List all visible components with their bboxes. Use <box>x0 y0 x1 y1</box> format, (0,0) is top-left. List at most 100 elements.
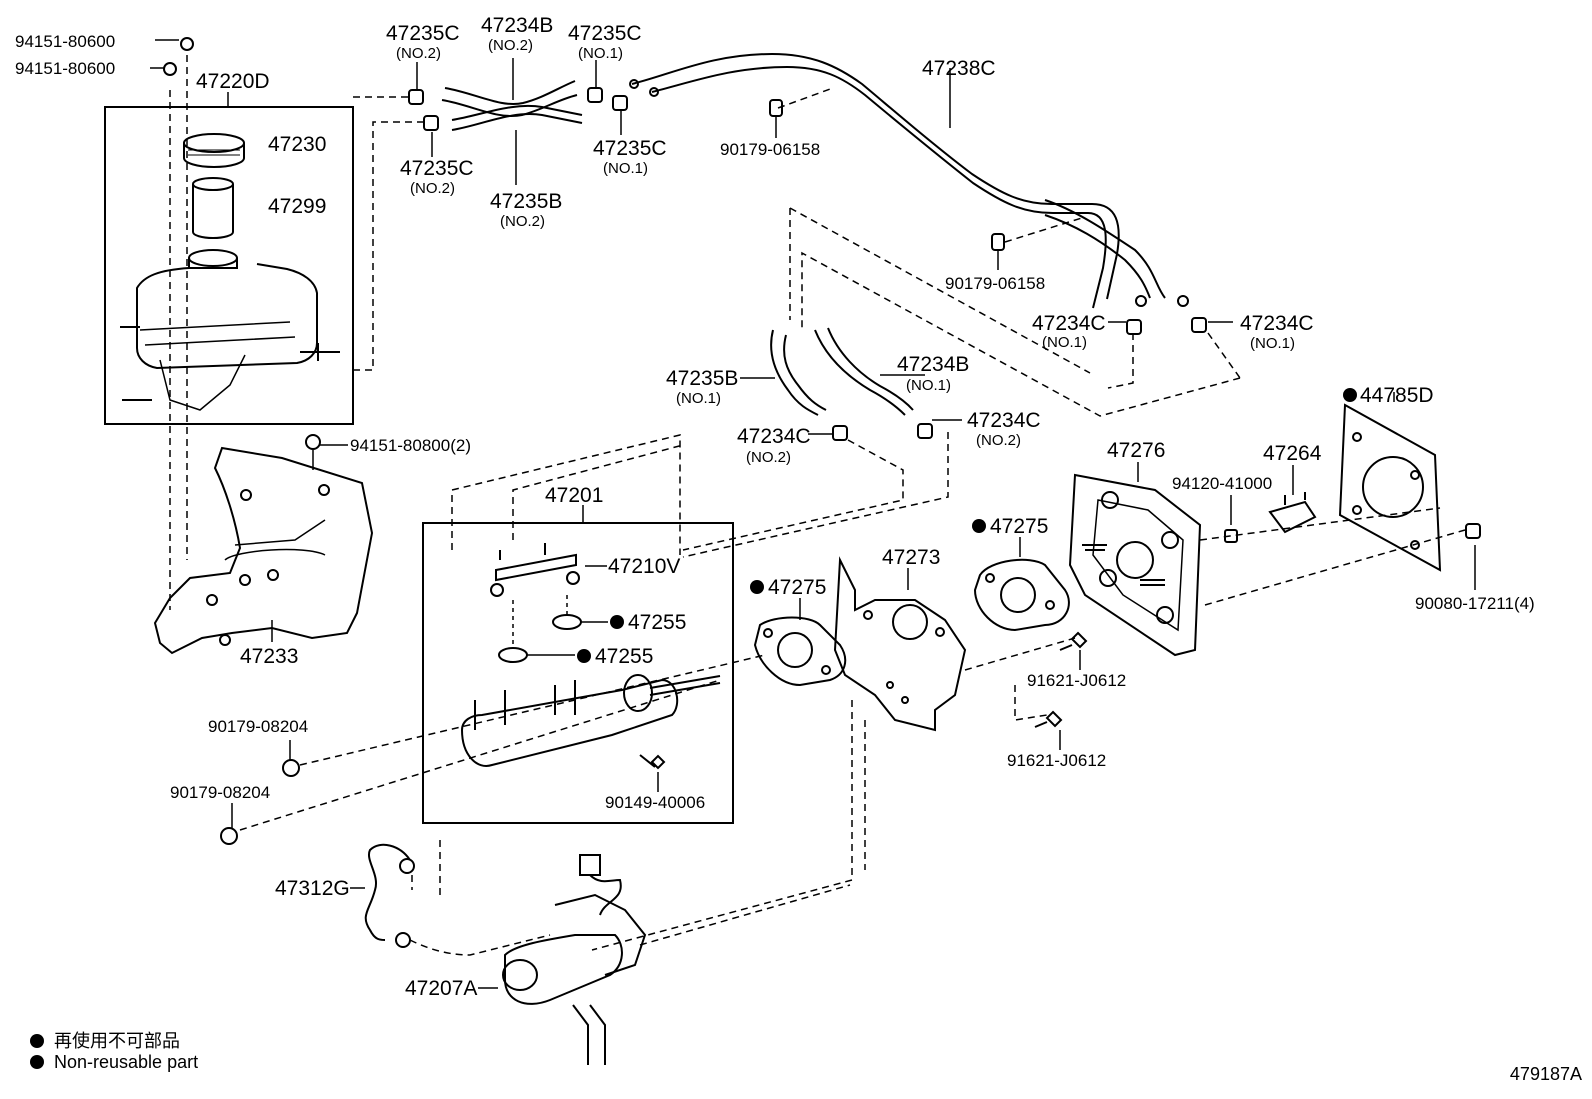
nut-90080-17211-icon <box>1465 523 1481 539</box>
label-90179-06158-a: 90179-06158 <box>720 140 820 159</box>
non-reusable-marker-icon <box>577 649 591 663</box>
grommet-47255-icon <box>552 614 582 630</box>
label-47235C-3-sub: (NO.2) <box>410 180 455 197</box>
non-reusable-marker-icon <box>610 615 624 629</box>
legend-text-jp: 再使用不可部品 <box>54 1031 180 1051</box>
label-47207A: 47207A <box>405 977 477 1000</box>
clevis-47264 <box>1268 492 1317 534</box>
clip-47234C-icon <box>917 423 933 439</box>
non-reusable-marker-icon <box>30 1034 44 1048</box>
label-47234C-c: 47234C <box>737 425 811 448</box>
bracket-47233 <box>153 446 374 655</box>
pipe-47210V <box>490 543 580 597</box>
bolt-91621-J0612-icon <box>1034 710 1063 728</box>
label-47312G: 47312G <box>275 877 350 900</box>
label-47299: 47299 <box>268 195 326 218</box>
non-reusable-marker-icon <box>30 1055 44 1069</box>
label-47255-a: 47255 <box>628 611 686 634</box>
wire-47312G <box>364 843 415 948</box>
legend-text-en: Non-reusable part <box>54 1052 199 1072</box>
label-90149-40006: 90149-40006 <box>605 793 705 812</box>
label-47234C-a-sub: (NO.1) <box>1042 334 1087 351</box>
grommet-icon <box>163 62 177 76</box>
label-90179-08204-b: 90179-08204 <box>170 783 270 802</box>
label-47235C-2: 47235C <box>568 22 642 45</box>
nut-90179-08204-icon <box>282 759 300 777</box>
label-47235B-1: 47235B <box>490 190 562 213</box>
label-94151-80600-a: 94151-80600 <box>15 32 115 51</box>
bolt-90179-06158-icon <box>991 233 1005 251</box>
label-47275-b: 47275 <box>990 515 1048 538</box>
tube-47238C <box>629 52 1189 309</box>
hose-47235B-no2 <box>451 104 583 131</box>
label-94120-41000: 94120-41000 <box>1172 474 1272 493</box>
plate-47276 <box>1068 473 1202 657</box>
grommet-47255-icon <box>498 647 528 663</box>
bracket-47273 <box>833 556 967 732</box>
label-47275-a: 47275 <box>768 576 826 599</box>
gasket-44785D <box>1338 403 1442 572</box>
clip-47234C-icon <box>832 425 848 441</box>
label-47264: 47264 <box>1263 442 1322 465</box>
label-47235B-2: 47235B <box>666 367 738 390</box>
legend-non-reusable-en: Non-reusable part <box>30 1052 198 1073</box>
label-47234B-2: 47234B <box>897 353 969 376</box>
label-47234C-d-sub: (NO.2) <box>976 432 1021 449</box>
label-47234C-b-sub: (NO.1) <box>1250 335 1295 352</box>
grommet-icon <box>180 37 194 51</box>
label-47235B-1-sub: (NO.2) <box>500 213 545 230</box>
label-90080-17211: 90080-17211(4) <box>1415 594 1535 613</box>
label-47235C-1-sub: (NO.2) <box>396 45 441 62</box>
label-47235C-4-sub: (NO.1) <box>603 160 648 177</box>
clip-47234C-icon <box>1126 319 1142 335</box>
strainer-47299 <box>192 177 234 239</box>
label-47234B-1-sub: (NO.2) <box>488 37 533 54</box>
label-90179-06158-b: 90179-06158 <box>945 274 1045 293</box>
label-47276: 47276 <box>1107 439 1165 462</box>
label-47235C-4: 47235C <box>593 137 667 160</box>
master-cylinder-body <box>460 674 721 767</box>
label-44785D: 44785D <box>1360 384 1434 407</box>
label-47235C-1: 47235C <box>386 22 460 45</box>
label-90179-08204-a: 90179-08204 <box>208 717 308 736</box>
bolt-91621-J0612-icon <box>1059 631 1088 651</box>
label-91621-J0612-b: 91621-J0612 <box>1007 751 1106 770</box>
label-94151-80600-b: 94151-80600 <box>15 59 115 78</box>
label-47235C-2-sub: (NO.1) <box>578 45 623 62</box>
screw-90149-40006-icon <box>639 754 666 770</box>
label-47234B-2-sub: (NO.1) <box>906 377 951 394</box>
non-reusable-marker-icon <box>972 519 986 533</box>
gasket-47275-right <box>973 558 1070 632</box>
clip-47235C-icon <box>612 95 628 111</box>
non-reusable-marker-icon <box>1343 388 1357 402</box>
bolt-94151-80800-icon <box>305 434 321 450</box>
label-47273: 47273 <box>882 546 940 569</box>
bolt-90179-06158-icon <box>769 99 783 117</box>
reservoir-assembly-box <box>104 106 354 425</box>
non-reusable-marker-icon <box>750 580 764 594</box>
label-47234C-c-sub: (NO.2) <box>746 449 791 466</box>
clip-47235C-icon <box>408 89 424 105</box>
clip-47235C-icon <box>423 115 439 131</box>
hose-47235B-no1 <box>770 329 827 416</box>
label-94151-80800: 94151-80800(2) <box>350 436 471 455</box>
label-47233: 47233 <box>240 645 298 668</box>
reservoir-cap-47230 <box>183 133 245 168</box>
clip-47234C-icon <box>1191 317 1207 333</box>
hose-47234B-no1 <box>814 327 914 416</box>
pump-47207A <box>502 854 647 1065</box>
reservoir-tank <box>120 249 340 411</box>
clip-47235C-icon <box>587 87 603 103</box>
label-47210V: 47210V <box>608 555 680 578</box>
label-47234C-b: 47234C <box>1240 312 1314 335</box>
label-47234B-1: 47234B <box>481 14 553 37</box>
nut-90179-08204-icon <box>220 827 238 845</box>
diagram-code: 479187A <box>1509 1064 1582 1084</box>
gasket-47275-left <box>753 616 847 687</box>
label-47220D: 47220D <box>196 70 270 93</box>
label-91621-J0612-a: 91621-J0612 <box>1027 671 1126 690</box>
label-47230: 47230 <box>268 133 326 156</box>
legend-non-reusable-jp: 再使用不可部品 <box>30 1027 180 1053</box>
label-47201: 47201 <box>545 484 603 507</box>
